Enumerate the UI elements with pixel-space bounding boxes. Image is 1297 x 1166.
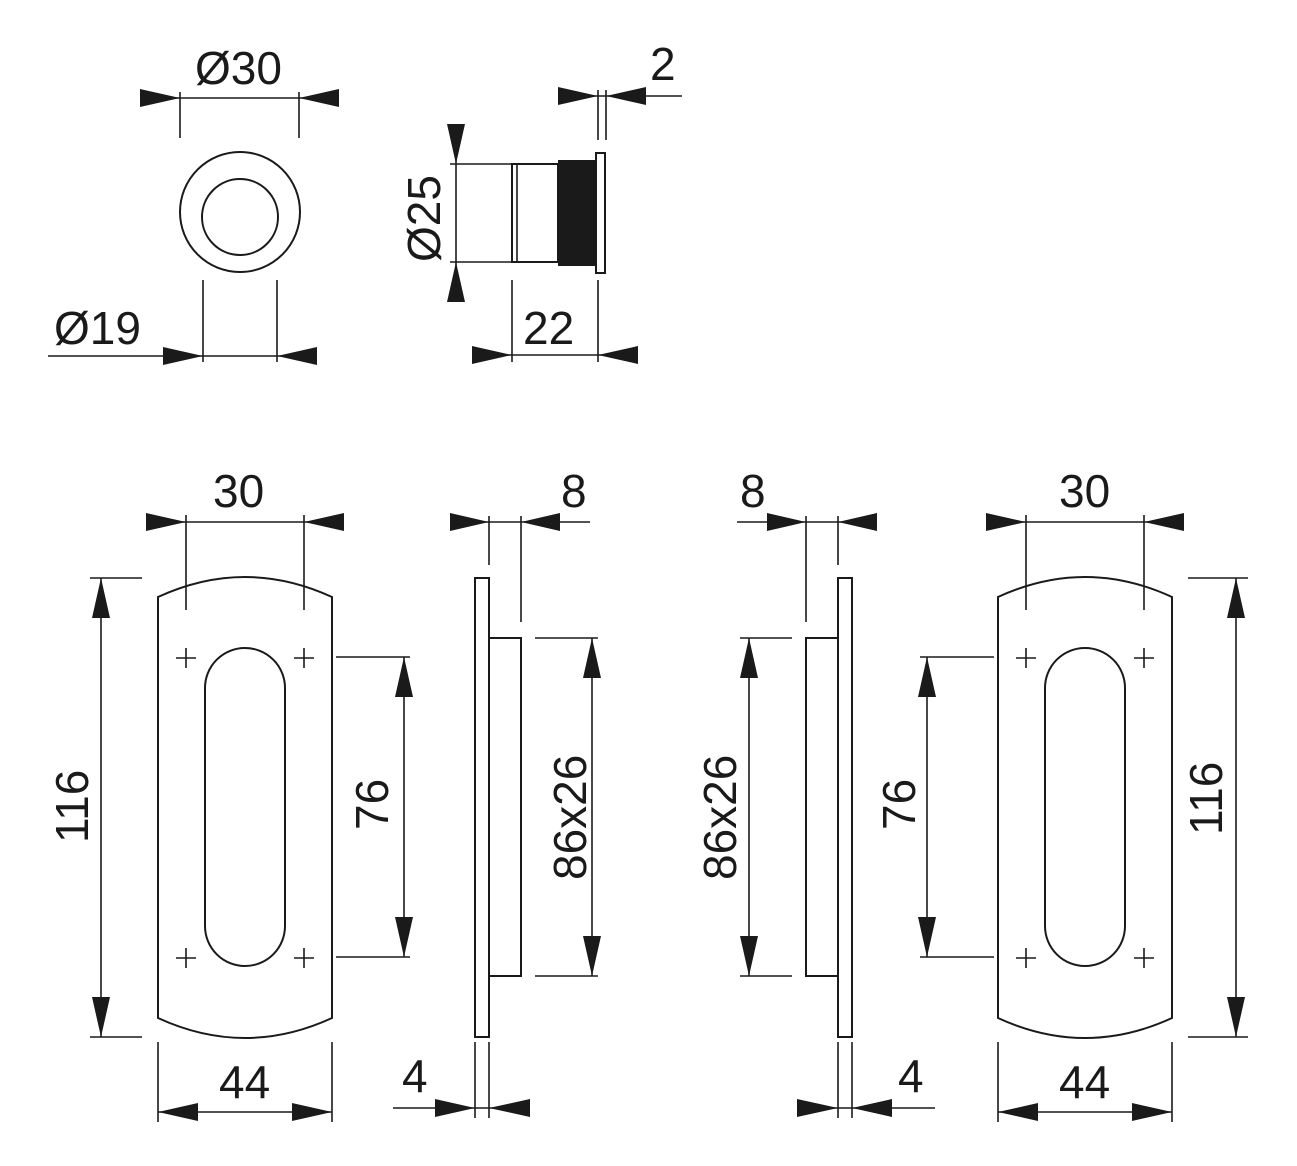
left-rect-pull-side-view: 8 86x26 4	[393, 465, 601, 1118]
dim-left-hole-spacing: 30	[213, 465, 264, 517]
right-rect-pull-front-view: 30 76 116 44	[873, 465, 1248, 1122]
dim-left-height: 116	[46, 770, 98, 843]
dim-right-width: 44	[1059, 1056, 1110, 1108]
dim-right-hole-spacing: 30	[1059, 465, 1110, 517]
dim-side-dia: Ø25	[398, 175, 450, 262]
screw-hole-marks	[1016, 648, 1154, 968]
dim-right-side-depth: 8	[740, 465, 766, 517]
right-rect-pull-side-view: 8 86x26 4	[694, 465, 935, 1118]
dim-top-outer-dia: Ø30	[195, 42, 282, 94]
dim-left-plate-thickness: 4	[402, 1050, 428, 1102]
dim-left-screw-spacing: 76	[346, 779, 398, 830]
dim-left-recess: 86x26	[544, 755, 596, 880]
dim-right-screw-spacing: 76	[873, 779, 925, 830]
left-rect-pull-front-view: 30 116 76 44	[46, 465, 413, 1122]
round-pull-front-view: Ø30 Ø19	[48, 42, 339, 365]
dim-right-recess: 86x26	[694, 755, 746, 880]
dim-side-depth: 22	[523, 302, 574, 354]
dim-right-plate-thickness: 4	[898, 1050, 924, 1102]
dim-side-flange: 2	[650, 38, 676, 90]
screw-hole-marks	[176, 648, 314, 968]
dim-left-side-depth: 8	[561, 465, 587, 517]
dim-top-inner-dia: Ø19	[54, 302, 141, 354]
dim-right-height: 116	[1180, 762, 1232, 835]
dim-left-width: 44	[219, 1056, 270, 1108]
round-pull-side-view: Ø25 2 22	[398, 38, 682, 364]
